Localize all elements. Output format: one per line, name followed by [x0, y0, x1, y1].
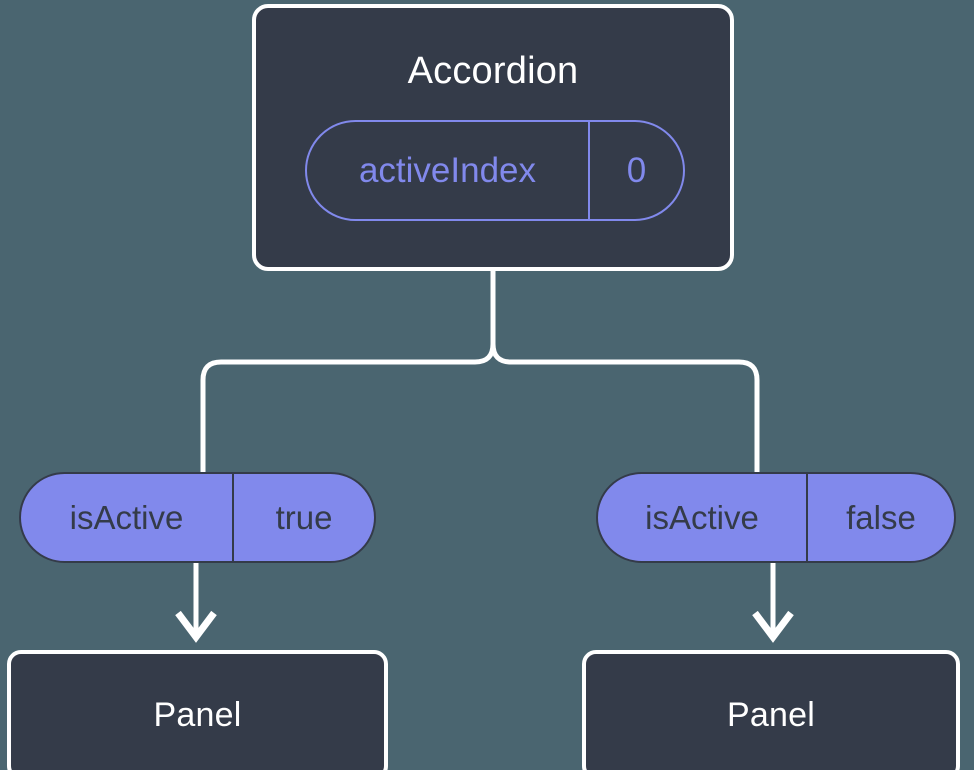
arrow-right-head	[752, 610, 794, 643]
prop-badge-isactive-false[interactable]: isActive false	[596, 472, 956, 563]
state-badge-value: 0	[626, 150, 647, 190]
arrow-left-head	[175, 610, 217, 643]
node-panel-left-title: Panel	[153, 695, 242, 734]
node-panel-left[interactable]: Panel	[7, 650, 388, 770]
edge-fork-junction	[472, 341, 512, 365]
state-badge-key: activeIndex	[307, 122, 590, 219]
state-badge-activeindex[interactable]: activeIndex 0	[305, 120, 685, 221]
prop-badge-value: false	[846, 498, 916, 536]
prop-badge-key: isActive	[21, 474, 234, 561]
edge-branch-right	[511, 359, 760, 472]
node-panel-right-title: Panel	[727, 695, 815, 734]
prop-badge-value: true	[275, 498, 333, 536]
prop-badge-isactive-true[interactable]: isActive true	[19, 472, 376, 563]
node-accordion-title: Accordion	[407, 50, 579, 92]
edge-branch-left	[200, 359, 475, 472]
node-panel-right[interactable]: Panel	[582, 650, 960, 770]
prop-badge-key: isActive	[598, 474, 808, 561]
